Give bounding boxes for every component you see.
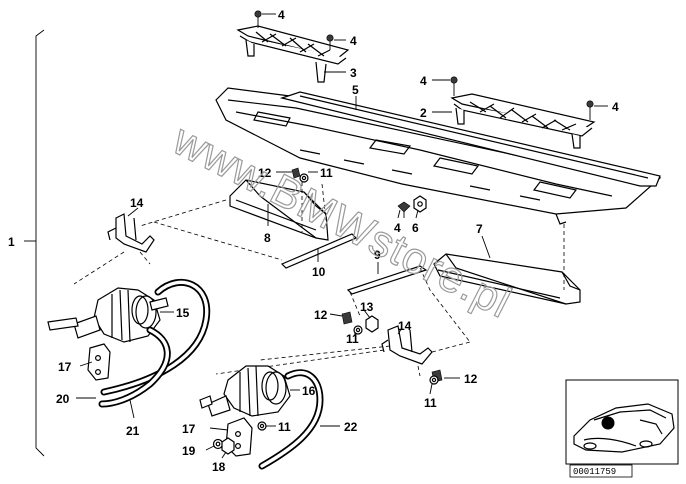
- clip-12b: [341, 311, 353, 325]
- actuator-15: [47, 287, 169, 343]
- callout-11a: 11: [320, 166, 333, 180]
- screw-4c: [450, 76, 458, 96]
- callout-4d: 4: [612, 100, 619, 114]
- screw-4b: [326, 34, 334, 50]
- nut-18: [221, 437, 235, 455]
- callout-17b: 17: [182, 422, 196, 436]
- nut-11d: [257, 421, 267, 431]
- callout-13: 13: [360, 300, 374, 314]
- callout-19: 19: [182, 444, 196, 458]
- callout-14b: 14: [398, 319, 412, 333]
- callout-14a: 14: [130, 196, 144, 210]
- callout-3: 3: [350, 66, 357, 80]
- nut-13: [365, 315, 379, 333]
- callout-20: 20: [56, 392, 70, 406]
- bracket-14-right: [381, 325, 433, 365]
- hose-21: [98, 278, 211, 408]
- nut-11c: [429, 375, 439, 385]
- location-marker-icon: [601, 416, 615, 430]
- callout-5: 5: [352, 83, 359, 97]
- callout-15: 15: [176, 306, 190, 320]
- callout-12b: 12: [314, 308, 328, 322]
- callout-11b: 11: [346, 332, 359, 346]
- car-silhouette-icon: [573, 403, 675, 453]
- reference-code: 00011759: [573, 467, 616, 477]
- callout-17a: 17: [58, 360, 72, 374]
- clip-12a: [291, 167, 301, 179]
- seal-strip-10: [280, 233, 358, 269]
- callout-1: 1: [8, 235, 15, 249]
- callout-12c: 12: [464, 372, 478, 386]
- vent-grille-right: [450, 93, 596, 149]
- callout-22: 22: [344, 420, 358, 434]
- air-duct-7: [433, 253, 581, 305]
- nut-6: [413, 195, 427, 213]
- mount-17a: [87, 343, 111, 381]
- callout-11d: 11: [278, 420, 291, 434]
- callout-2: 2: [420, 106, 427, 120]
- callout-4e: 4: [394, 221, 401, 235]
- callout-16: 16: [302, 384, 316, 398]
- callouts: 4 4 3 5 4 2 4 12 11 8 10 4 6 7 9 14 12 1…: [56, 8, 619, 474]
- callout-7: 7: [476, 222, 483, 236]
- cowl-panel: [215, 87, 662, 225]
- nut-11a: [299, 173, 309, 183]
- hose-22: [258, 369, 324, 470]
- screw-4e: [397, 201, 411, 218]
- bracket-14-left: [107, 213, 155, 253]
- callout-18: 18: [212, 460, 226, 474]
- nut-11b: [353, 325, 363, 335]
- reference-thumbnail: 00011759: [565, 379, 679, 478]
- vent-grille-upper: [236, 25, 350, 83]
- screw-4a: [254, 10, 262, 28]
- actuator-16: [199, 365, 291, 417]
- callout-21: 21: [126, 424, 140, 438]
- air-duct-8: [229, 179, 329, 241]
- screw-4d: [586, 100, 594, 120]
- callout-11c: 11: [424, 396, 437, 410]
- leader-lines: [76, 13, 608, 459]
- assembly-bracket: 1: [8, 29, 45, 457]
- callout-4c: 4: [420, 74, 427, 88]
- callout-12a: 12: [258, 166, 272, 180]
- callout-6: 6: [412, 221, 419, 235]
- washer-19: [212, 438, 224, 450]
- callout-10: 10: [312, 265, 326, 279]
- callout-4b: 4: [350, 34, 357, 48]
- callout-8: 8: [264, 231, 271, 245]
- callout-4a: 4: [278, 8, 285, 22]
- callout-9: 9: [374, 248, 381, 262]
